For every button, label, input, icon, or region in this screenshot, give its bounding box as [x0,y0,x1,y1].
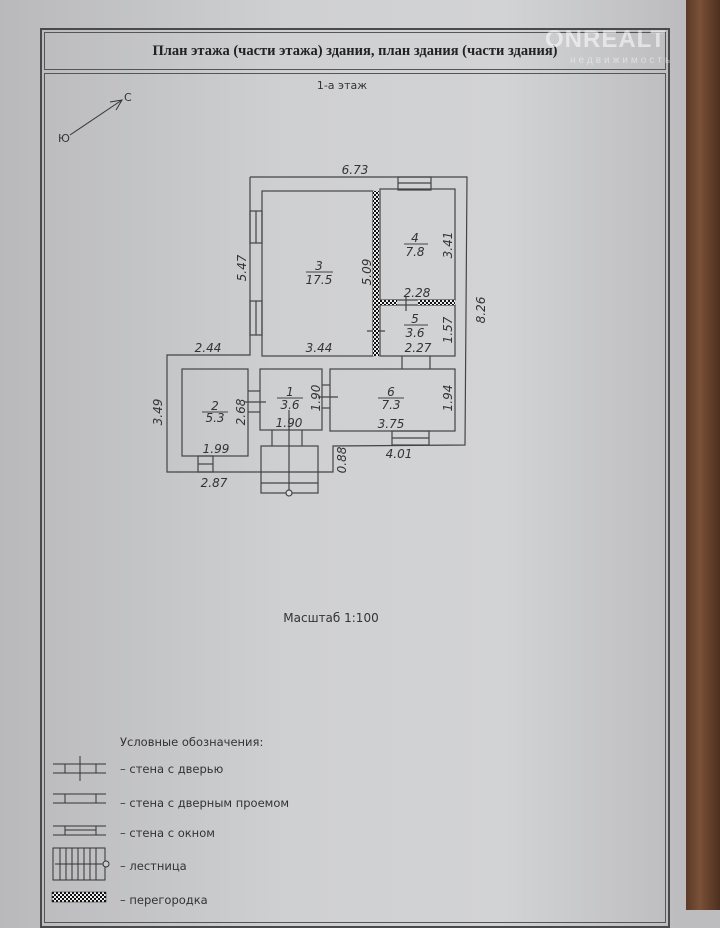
room-4-area: 7.8 [405,245,424,259]
floor-label: 1-а этаж [317,79,367,92]
dim-bottom-left: 2.87 [201,476,228,490]
legend-item-partition: – перегородка [120,893,208,907]
legend-door-icon [53,756,106,781]
room-5-number: 5 [411,312,419,326]
scale-label: Масштаб 1:100 [283,611,378,625]
legend-item-window: – стена с окном [120,826,215,840]
legend-title: Условные обозначения: [120,735,263,749]
dim-room2-bottom: 1.99 [203,442,230,456]
room-5-area: 3.6 [405,326,424,340]
room-2-number: 2 [211,399,219,413]
watermark-logo: ONREALT [545,26,667,53]
legend-stairs-icon [52,847,110,881]
dim-left-lower: 3.49 [151,399,165,426]
dim-right-total: 8.26 [474,296,488,323]
dim-room3-right: 5.09 [360,259,374,286]
room-3-number: 3 [315,259,323,273]
dim-room1-bottom: 1.90 [276,416,303,430]
legend-symbols [52,756,110,881]
dim-room6-right: 1.94 [441,385,455,412]
dim-room1-right: 1.90 [309,384,323,411]
legend-item-stairs: – лестница [120,859,187,873]
room-6-area: 7.3 [381,398,400,412]
legend-item-doorway: – стена с дверным проемом [120,796,289,810]
dim-top: 6.73 [342,163,369,177]
document-title: План этажа (части этажа) здания, план зд… [44,32,666,70]
compass-south: Ю [58,132,70,145]
compass-icon [69,99,123,136]
room-1-number: 1 [286,385,294,399]
partition [418,300,455,305]
dim-room4-bottom: 2.28 [404,286,431,300]
room-4-number: 4 [411,231,419,245]
dim-room5-right: 1.57 [441,316,455,343]
room-1-area: 3.6 [280,398,299,412]
partition [373,191,379,356]
dim-left-step: 2.44 [195,341,222,355]
room-2-area: 5.3 [205,411,224,425]
legend-doorway-icon [53,793,106,804]
dim-room5-bottom: 2.27 [405,341,432,355]
legend-item-door: – стена с дверью [120,762,224,776]
dim-left-upper: 5.47 [235,254,249,281]
legend-window-icon [53,825,106,836]
dim-room3-bottom: 3.44 [306,341,333,355]
dim-room2-right: 2.68 [234,398,248,425]
partition [379,300,397,305]
room-labels: 3 17.5 4 7.8 5 3.6 2 5.3 1 3.6 6 7.3 [202,231,428,425]
dim-room4-right: 3.41 [441,232,455,259]
dim-porch: 0.88 [335,446,349,473]
room-3-area: 17.5 [306,273,333,287]
dim-bottom-right: 4.01 [386,447,413,461]
dim-room6-bottom: 3.75 [378,417,405,431]
room-6-number: 6 [387,385,395,399]
watermark-subtitle: недвижимость [570,55,674,66]
wood-table-edge [686,0,720,910]
compass-north: С [124,91,132,104]
legend-partition-icon [51,891,107,903]
